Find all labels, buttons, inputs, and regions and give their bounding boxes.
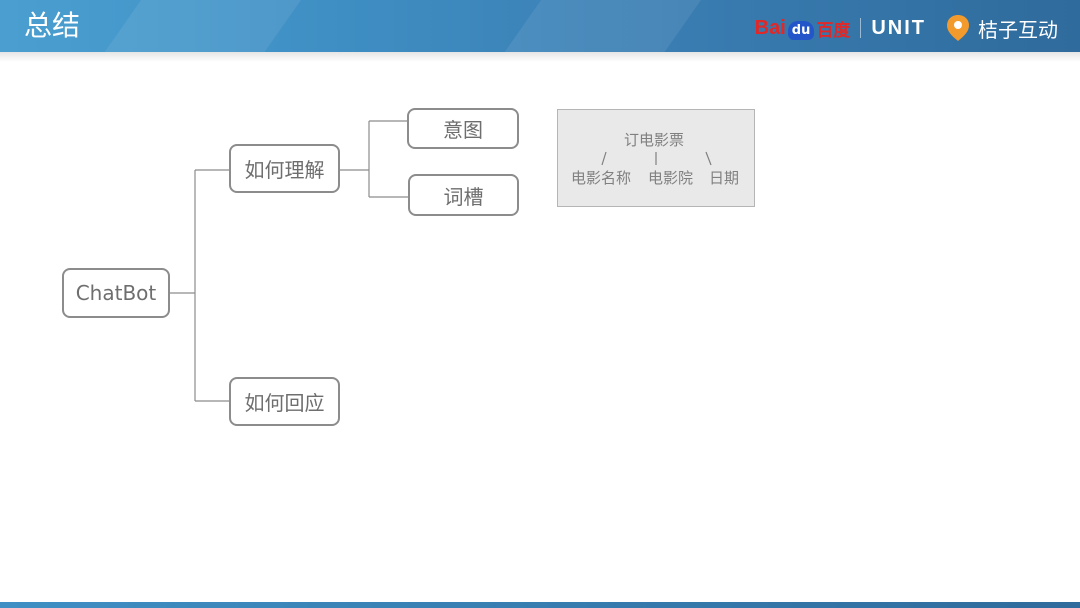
example-slot-cinema: 电影院: [648, 169, 694, 187]
mindmap-node-understand: 如何理解: [229, 144, 340, 193]
connector-understand-children: [340, 120, 408, 198]
mindmap-node-slot: 词槽: [408, 174, 519, 216]
logo-divider: [860, 18, 862, 38]
logo-group: Bai du 百度 UNIT 桔子互动: [755, 8, 1058, 48]
mindmap-root-chatbot: ChatBot: [62, 268, 170, 318]
mindmap-node-respond: 如何回应: [229, 377, 340, 426]
slide-header: 总结 Bai du 百度 UNIT 桔子互动: [0, 0, 1080, 52]
header-shadow: [0, 52, 1080, 62]
example-intent: 订电影票: [624, 131, 685, 149]
example-slot-movie-name: 电影名称: [571, 169, 632, 187]
unit-logo: UNIT: [871, 16, 926, 39]
baidu-logo-cn: 百度: [816, 20, 851, 41]
example-tree-lines: [601, 151, 712, 166]
mindmap-node-intent: 意图: [407, 108, 519, 149]
example-slot-date: 日期: [709, 169, 740, 187]
baidu-paw-icon: du: [787, 20, 815, 40]
baidu-logo-latin: Bai: [754, 16, 786, 39]
connector-root-branches: [170, 169, 229, 402]
slide-title: 总结: [24, 9, 81, 42]
slide-footer-bar: [0, 602, 1080, 608]
orange-chat-icon: [947, 15, 969, 41]
orange-interactive-logo: 桔子互动: [978, 17, 1058, 42]
intent-example-box: 订电影票 电影名称 电影院 日期: [557, 109, 755, 207]
